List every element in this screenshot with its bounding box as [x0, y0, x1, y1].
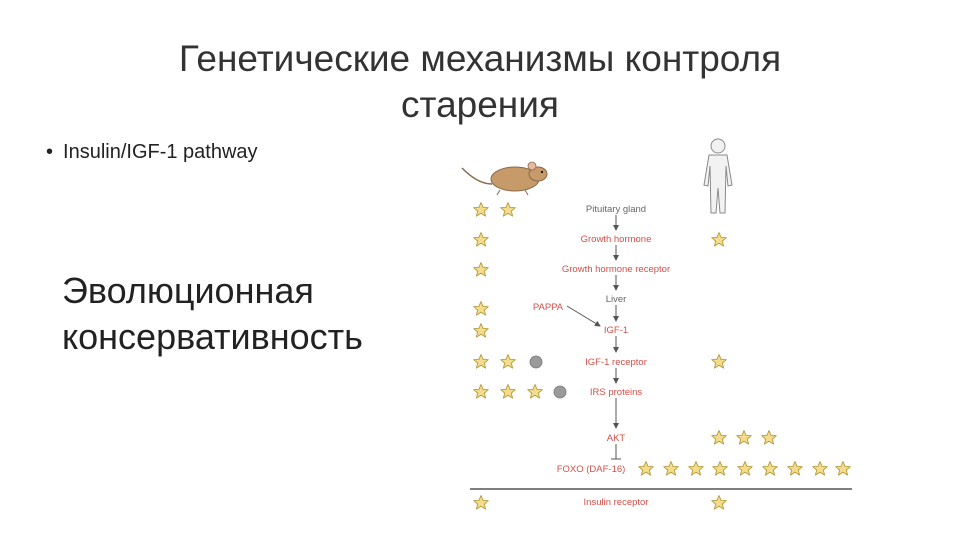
mouse-stars — [473, 202, 543, 510]
star-icon — [473, 301, 489, 316]
label-pituitary: Pituitary gland — [586, 204, 646, 215]
subtitle-line-1: Эволюционная — [62, 270, 314, 311]
star-icon — [736, 430, 752, 445]
arrow-pappa-igf1 — [566, 305, 601, 327]
label-gh-receptor: Growth hormone receptor — [562, 264, 670, 275]
label-insulin-receptor: Insulin receptor — [584, 497, 649, 508]
subtitle: Эволюционная консервативность — [62, 268, 363, 360]
label-igf1-receptor: IGF-1 receptor — [585, 357, 647, 368]
foxo-stars — [638, 461, 851, 476]
label-growth-hormone: Growth hormone — [581, 234, 652, 245]
star-icon — [762, 461, 778, 476]
title-line-2: старения — [401, 84, 559, 125]
gray-dots — [529, 355, 567, 399]
gray-dot-icon — [529, 355, 543, 369]
star-icon — [500, 202, 516, 217]
pathway-arrows — [566, 215, 621, 460]
label-pappa: PAPPA — [533, 302, 564, 313]
star-icon — [711, 495, 727, 510]
star-icon — [835, 461, 851, 476]
slide-title: Генетические механизмы контроля старения — [80, 36, 880, 128]
human-icon — [703, 138, 733, 214]
star-icon — [737, 461, 753, 476]
title-line-1: Генетические механизмы контроля — [178, 38, 782, 79]
star-icon — [473, 262, 489, 277]
star-icon — [711, 232, 727, 247]
star-icon — [473, 323, 489, 338]
star-icon — [473, 202, 489, 217]
star-icon — [473, 232, 489, 247]
star-icon — [473, 354, 489, 369]
label-foxo: FOXO (DAF-16) — [557, 464, 626, 475]
star-icon — [500, 384, 516, 399]
subtitle-line-2: консервативность — [62, 316, 363, 357]
label-igf1: IGF-1 — [604, 325, 628, 336]
label-liver: Liver — [606, 294, 627, 305]
star-icon — [473, 495, 489, 510]
gray-dot-icon — [553, 385, 567, 399]
bullet-item: • Insulin/IGF-1 pathway — [46, 138, 258, 166]
star-icon — [688, 461, 704, 476]
star-icon — [711, 430, 727, 445]
star-icon — [787, 461, 803, 476]
star-icon — [711, 354, 727, 369]
star-icon — [712, 461, 728, 476]
star-icon — [638, 461, 654, 476]
star-icon — [663, 461, 679, 476]
star-icon — [812, 461, 828, 476]
bullet-dot: • — [46, 141, 54, 163]
star-icon — [500, 354, 516, 369]
mouse-icon — [461, 161, 548, 196]
star-icon — [527, 384, 543, 399]
star-icon — [473, 384, 489, 399]
label-akt: AKT — [607, 433, 626, 444]
star-icon — [761, 430, 777, 445]
label-irs-proteins: IRS proteins — [590, 387, 643, 398]
bullet-text: Insulin/IGF-1 pathway — [63, 141, 258, 163]
